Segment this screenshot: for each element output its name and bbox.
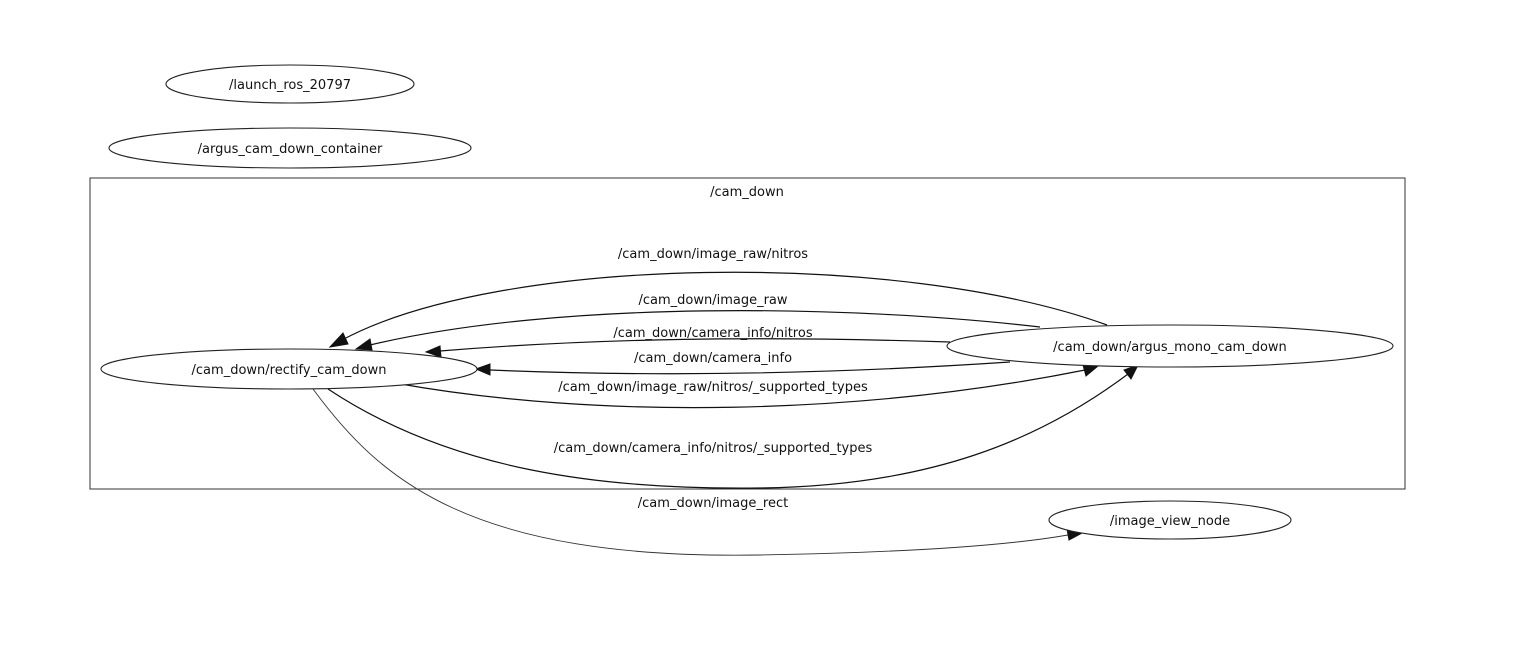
edge-image-raw-nitros-supported-types-arrow	[1082, 364, 1100, 377]
edge-image-rect[interactable]: /cam_down/image_rect	[312, 388, 1084, 556]
edge-camera-info-path	[489, 361, 1011, 375]
node-argus-cam-down-container-ellipse	[108, 127, 472, 169]
cluster-cam-down-label: /cam_down	[710, 185, 784, 200]
node-image-view[interactable]: /image_view_node	[1048, 500, 1292, 540]
node-argus-mono-cam-down[interactable]: /cam_down/argus_mono_cam_down	[946, 324, 1394, 368]
node-image-view-label: /image_view_node	[1110, 514, 1230, 529]
node-argus-mono-cam-down-ellipse	[946, 324, 1394, 368]
edge-camera-info-nitros[interactable]: /cam_down/camera_info/nitros	[424, 326, 951, 358]
edge-camera-info-nitros-supported-types-path	[327, 373, 1129, 489]
edge-image-raw-path	[369, 310, 1041, 346]
edge-camera-info-nitros-label: /cam_down/camera_info/nitros	[613, 326, 812, 341]
edge-camera-info[interactable]: /cam_down/camera_info	[474, 351, 1011, 376]
cluster-cam-down-box	[89, 177, 1406, 490]
edge-camera-info-label: /cam_down/camera_info	[634, 351, 792, 366]
edge-image-raw-arrow	[354, 338, 373, 351]
edge-camera-info-nitros-path	[439, 338, 951, 352]
node-image-view-ellipse	[1048, 500, 1292, 540]
node-launch-ros-ellipse	[165, 64, 415, 104]
edge-image-raw-nitros-supported-types-path	[394, 369, 1086, 409]
edge-image-raw-label: /cam_down/image_raw	[638, 293, 787, 308]
edge-image-rect-label: /cam_down/image_rect	[638, 496, 788, 511]
edges: /cam_down/image_raw/nitros /cam_down/ima…	[312, 247, 1140, 556]
node-argus-mono-cam-down-label: /cam_down/argus_mono_cam_down	[1053, 340, 1287, 355]
node-rectify-cam-down-label: /cam_down/rectify_cam_down	[192, 363, 387, 378]
node-rectify-cam-down-ellipse	[100, 348, 478, 390]
node-argus-cam-down-container[interactable]: /argus_cam_down_container	[108, 127, 472, 169]
cluster-cam-down: /cam_down	[89, 177, 1406, 490]
edge-image-raw-nitros[interactable]: /cam_down/image_raw/nitros	[328, 247, 1108, 348]
edge-image-raw-nitros-label: /cam_down/image_raw/nitros	[618, 247, 808, 262]
edge-image-raw-nitros-supported-types-label: /cam_down/image_raw/nitros/_supported_ty…	[558, 380, 868, 395]
node-argus-cam-down-container-label: /argus_cam_down_container	[198, 142, 383, 157]
edge-camera-info-nitros-arrow	[424, 345, 442, 358]
edge-camera-info-arrow	[474, 363, 491, 376]
edge-image-raw[interactable]: /cam_down/image_raw	[354, 293, 1041, 351]
node-launch-ros-label: /launch_ros_20797	[229, 78, 351, 93]
node-rectify-cam-down[interactable]: /cam_down/rectify_cam_down	[100, 348, 478, 390]
edge-image-raw-nitros-path	[341, 271, 1108, 341]
edge-image-raw-nitros-arrow	[328, 332, 349, 348]
node-launch-ros[interactable]: /launch_ros_20797	[165, 64, 415, 104]
edge-camera-info-nitros-supported-types[interactable]: /cam_down/camera_info/nitros/_supported_…	[327, 364, 1140, 489]
edge-image-rect-path	[312, 388, 1069, 556]
edge-camera-info-nitros-supported-types-arrow	[1123, 364, 1140, 380]
edge-camera-info-nitros-supported-types-label: /cam_down/camera_info/nitros/_supported_…	[554, 441, 873, 456]
edge-image-raw-nitros-supported-types[interactable]: /cam_down/image_raw/nitros/_supported_ty…	[394, 364, 1100, 409]
